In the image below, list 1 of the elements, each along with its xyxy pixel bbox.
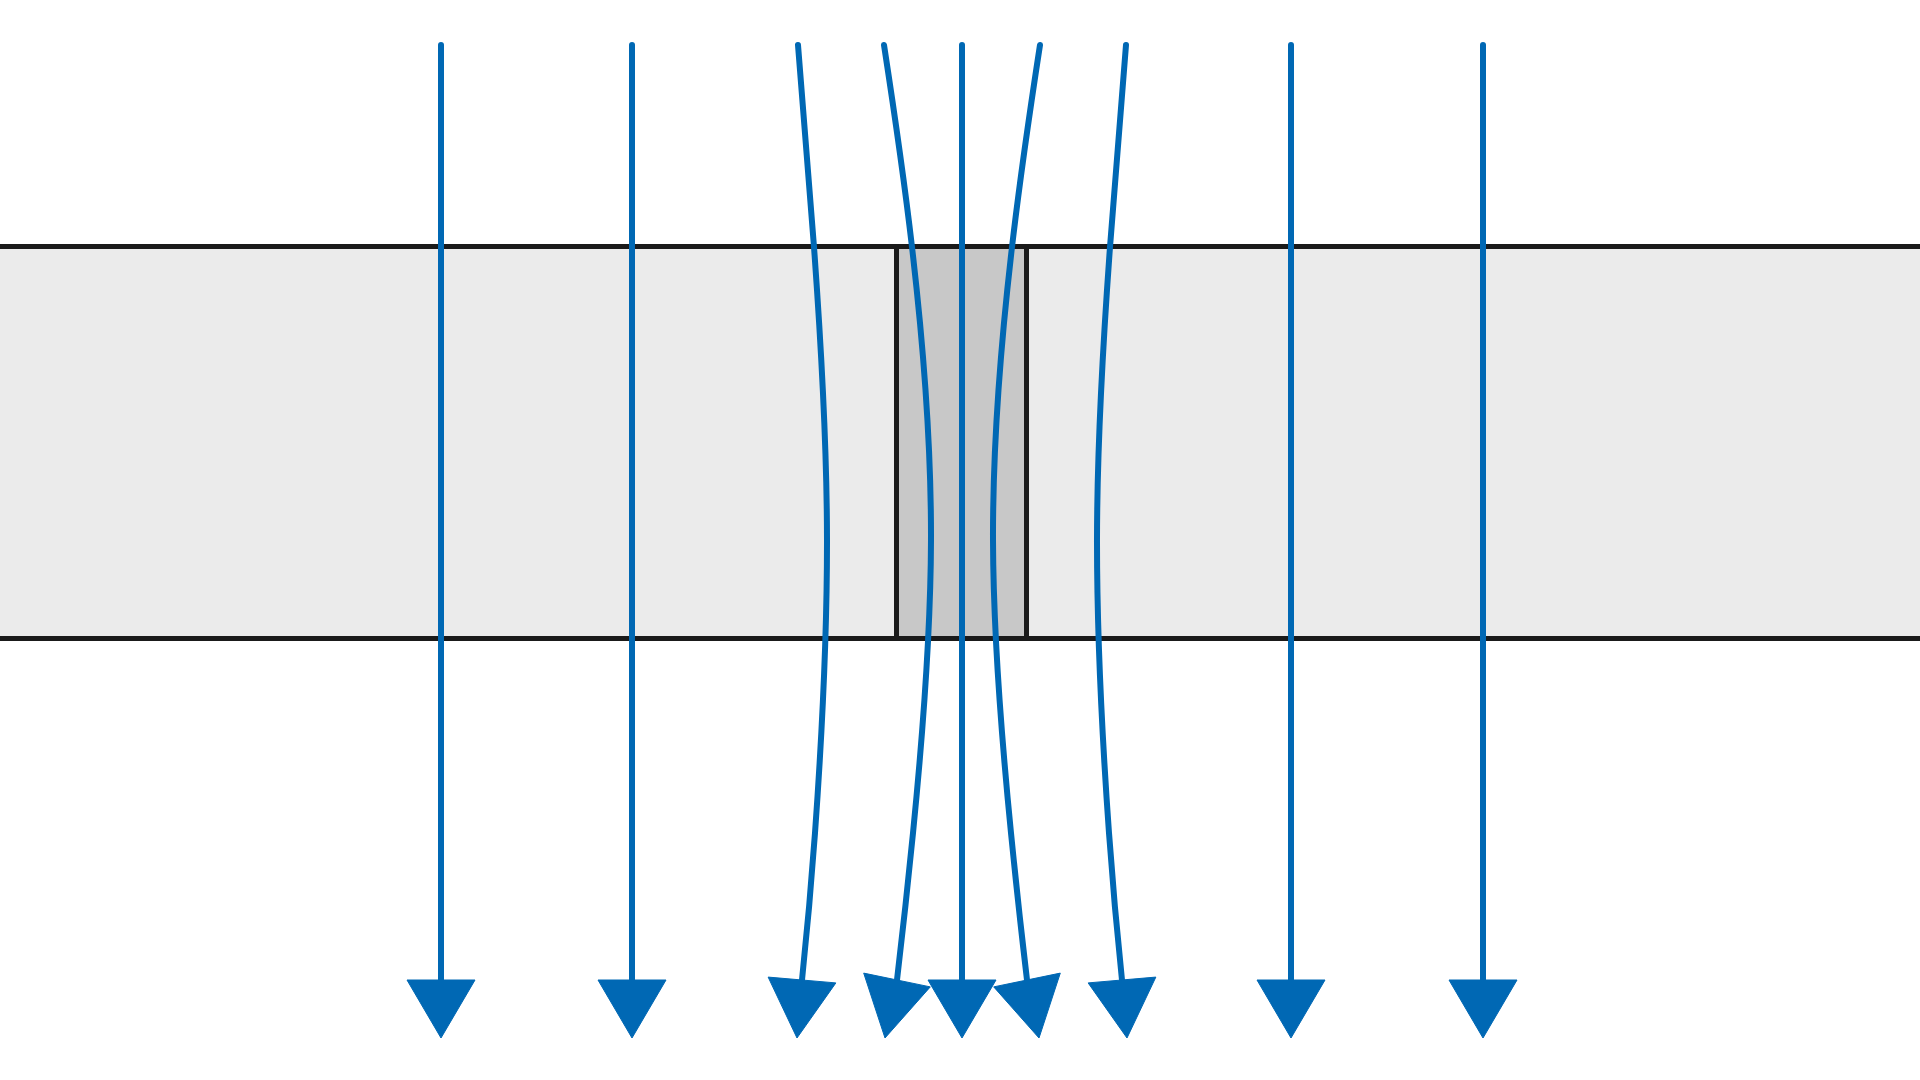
slab-band (0, 244, 1920, 641)
